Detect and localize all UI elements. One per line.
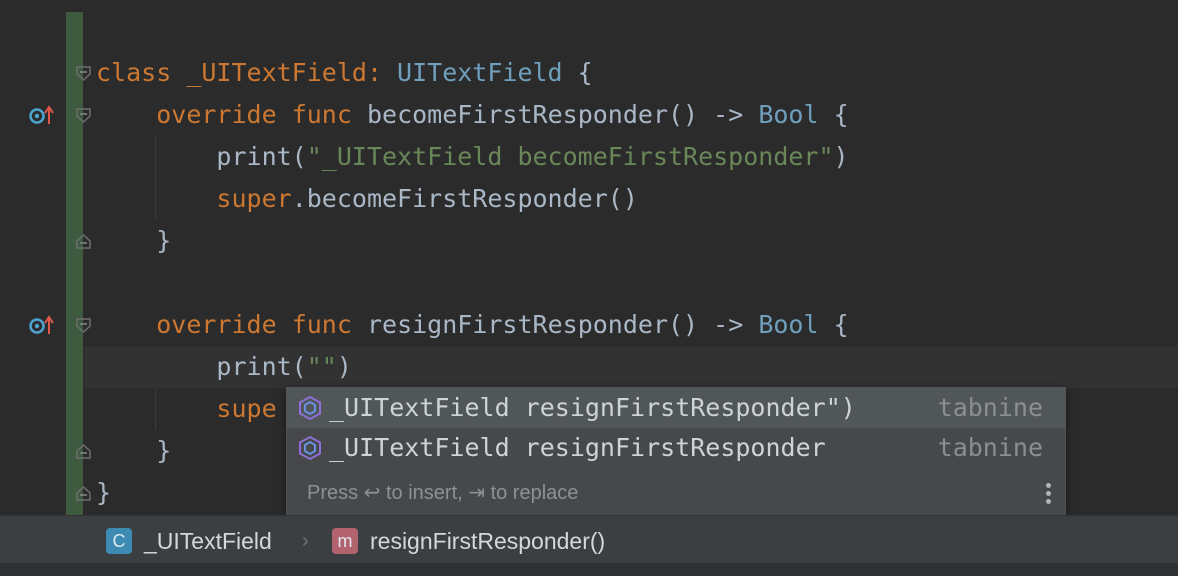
paren: ) [833,142,849,171]
suggestion-item-2[interactable]: _UITextField resignFirstResponder tabnin… [287,428,1065,468]
method-signature: becomeFirstResponder() -> [351,100,759,129]
brace: { [818,100,849,129]
indent [96,184,216,213]
fold-collapse-icon[interactable] [75,94,92,136]
breadcrumb: C _UITextField › m resignFirstResponder(… [0,515,1178,564]
code-line-4[interactable]: super.becomeFirstResponder() [0,178,1178,220]
method-signature: resignFirstResponder() -> [351,310,759,339]
closing-brace: } [96,436,172,465]
indent-guide [155,136,156,220]
paren: ) [336,352,352,381]
autocomplete-popup[interactable]: _UITextField resignFirstResponder") tabn… [286,387,1066,516]
type-name: UITextField [397,58,563,87]
brace: { [562,58,593,87]
indent [96,352,216,381]
code-line-6[interactable]: override func resignFirstResponder() -> … [0,304,1178,346]
suggestion-text: _UITextField resignFirstResponder [329,433,826,462]
code-line-2[interactable]: override func becomeFirstResponder() -> … [0,94,1178,136]
code-line-9[interactable]: } [0,430,1178,472]
space [277,100,292,129]
keyword: supe [216,394,277,423]
fold-end-icon[interactable] [75,430,92,472]
function-call: print( [216,142,307,171]
class-name: _UITextField [186,58,367,87]
breadcrumb-separator: › [302,530,309,552]
indent-guide [155,346,156,430]
more-options-icon[interactable] [1043,480,1053,506]
fold-collapse-icon[interactable] [75,52,92,94]
fold-collapse-icon[interactable] [75,304,92,346]
suggestion-source: tabnine [937,433,1043,462]
indent [96,394,216,423]
keyword: override [156,310,277,339]
type-name: Bool [758,310,819,339]
code-line-1[interactable]: class _UITextField: UITextField { [0,52,1178,94]
suggestion-item-1[interactable]: _UITextField resignFirstResponder") tabn… [287,388,1065,428]
method-call: .becomeFirstResponder() [291,184,638,213]
space [277,310,292,339]
status-bar [0,563,1178,576]
fold-end-icon[interactable] [75,220,92,262]
vcs-change-marker[interactable] [66,12,83,515]
class-icon: C [106,528,132,554]
string-literal: "_UITextField becomeFirstResponder" [306,142,834,171]
code-line-5[interactable]: } [0,220,1178,262]
override-method-icon[interactable] [28,94,56,136]
popup-hint: Press ↩ to insert, ⇥ to replace [307,482,579,504]
keyword: func [291,100,352,129]
tabnine-icon [297,395,323,421]
breadcrumb-method[interactable]: resignFirstResponder() [370,528,606,554]
keyword: override [156,100,277,129]
function-call: print( [216,352,307,381]
code-line-7-current[interactable]: print("") [84,346,1178,388]
keyword: func [291,310,352,339]
colon: : [366,58,398,87]
brace: { [818,310,849,339]
code-line-8[interactable]: supe [0,388,1178,430]
type-name: Bool [758,100,819,129]
code-line-10[interactable]: } [0,472,1178,514]
override-method-icon[interactable] [28,304,56,346]
suggestion-text: _UITextField resignFirstResponder") [329,393,856,422]
code-line-3[interactable]: print("_UITextField becomeFirstResponder… [0,136,1178,178]
closing-brace: } [96,226,172,255]
keyword: class [96,58,187,87]
indent [96,142,216,171]
suggestion-source: tabnine [937,393,1043,422]
method-icon: m [332,528,358,554]
indent [96,310,156,339]
indent [96,100,156,129]
fold-end-icon[interactable] [75,472,92,514]
breadcrumb-class[interactable]: _UITextField [144,528,272,554]
keyword: super [216,184,292,213]
closing-brace: } [96,478,112,507]
string-literal: "" [306,352,337,381]
tabnine-icon [297,435,323,461]
